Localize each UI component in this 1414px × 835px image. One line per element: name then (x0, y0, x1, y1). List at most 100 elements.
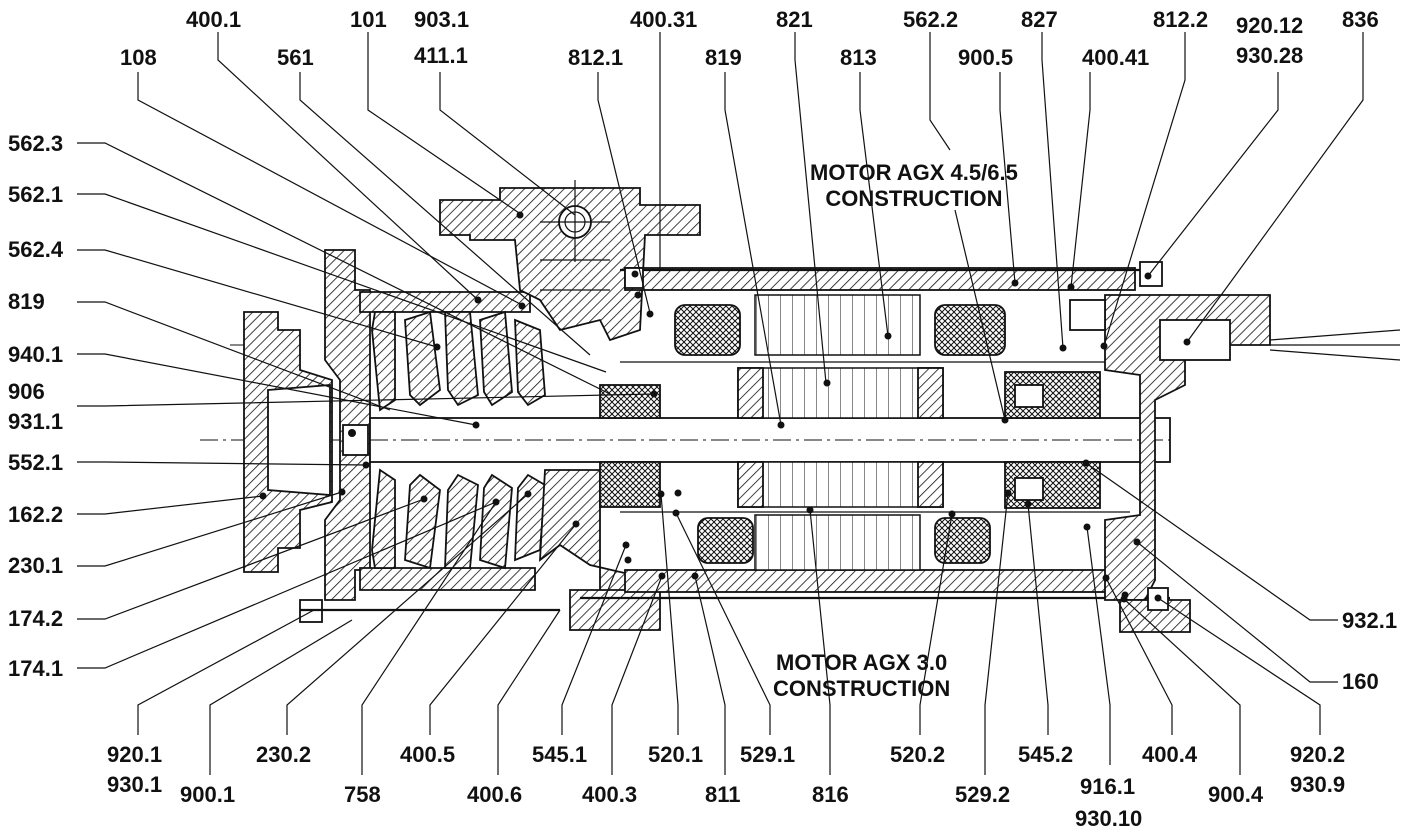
rotor-ring-right-bottom (917, 461, 944, 508)
impeller-1-bottom (371, 468, 396, 569)
rotor-core-top (737, 367, 944, 419)
label-812-2: 812.2 (1153, 7, 1209, 32)
label-400-4: 400.4 (1142, 742, 1198, 767)
label-916-1: 916.1 (1080, 774, 1136, 799)
bearing-sleeve-top (599, 384, 661, 419)
motor-lower-title: MOTOR AGX 3.0 CONSTRUCTION (773, 650, 950, 702)
shaft-819 (369, 417, 1171, 463)
label-562-2: 562.2 (903, 7, 959, 32)
label-230-1: 230.1 (8, 553, 64, 578)
motor-can-bottom (624, 569, 1136, 593)
label-819-top: 819 (705, 45, 742, 70)
label-411-1: 411.1 (414, 43, 468, 68)
winding-left-top (674, 304, 741, 356)
motor-lower-title-line2: CONSTRUCTION (773, 676, 951, 701)
label-816: 816 (812, 782, 849, 807)
rotor-core-bottom (737, 461, 944, 508)
motor-upper-title: MOTOR AGX 4.5/6.5 CONSTRUCTION (810, 160, 1018, 212)
label-400-1: 400.1 (186, 7, 242, 32)
end-cover-812-2 (1069, 299, 1106, 331)
motor-upper-title-line2: CONSTRUCTION (825, 186, 1003, 211)
label-903-1: 903.1 (414, 7, 470, 32)
label-529-1: 529.1 (740, 742, 796, 767)
tie-ring-top (359, 291, 531, 313)
label-920-2: 920.2 (1290, 742, 1346, 767)
label-900-4: 900.4 (1208, 782, 1264, 807)
label-819-left: 819 (8, 289, 45, 314)
label-900-5: 900.5 (958, 45, 1014, 70)
stator-lamination-top (754, 294, 921, 356)
label-545-2: 545.2 (1018, 742, 1074, 767)
label-174-2: 174.2 (8, 606, 64, 631)
diffuser-1-bottom (404, 473, 441, 570)
label-900-1: 900.1 (180, 782, 236, 807)
rotor-ring-right-top (917, 367, 944, 419)
label-836: 836 (1342, 7, 1379, 32)
label-906: 906 (8, 379, 45, 404)
label-920-12: 920.12 (1236, 13, 1304, 38)
label-940-1: 940.1 (8, 342, 64, 367)
winding-right-top (934, 304, 1006, 356)
label-758: 758 (344, 782, 381, 807)
winding-right-bottom (934, 517, 991, 564)
nut-931-1 (342, 424, 369, 456)
nut-dot (348, 429, 356, 437)
impeller-3-top (514, 318, 546, 407)
bearing-sleeve-bottom (599, 461, 661, 508)
label-932-1: 932.1 (1342, 608, 1398, 633)
label-400-3: 400.3 (582, 782, 638, 807)
rotor-ring-left-top (737, 367, 764, 419)
impeller-2-top (444, 311, 479, 407)
label-400-31: 400.31 (630, 7, 698, 32)
nut-920-12 (1139, 261, 1163, 287)
motor-upper-title-line1: MOTOR AGX 4.5/6.5 (810, 160, 1018, 185)
label-400-6: 400.6 (467, 782, 523, 807)
label-230-2: 230.2 (256, 742, 312, 767)
tie-ring-bottom (359, 567, 536, 591)
diffuser-2-top (479, 310, 513, 407)
impeller-1-top (371, 311, 396, 412)
label-931-1: 931.1 (8, 409, 64, 434)
label-520-2: 520.2 (890, 742, 946, 767)
diffuser-1-top (404, 310, 441, 407)
label-813: 813 (840, 45, 877, 70)
suction-inlet (267, 384, 331, 496)
label-400-41: 400.41 (1082, 45, 1150, 70)
base-foot-left (569, 589, 661, 631)
label-562-4: 562.4 (8, 237, 64, 262)
label-930-28: 930.28 (1236, 43, 1304, 68)
label-160: 160 (1342, 669, 1379, 694)
label-562-3: 562.3 (8, 131, 64, 156)
label-827: 827 (1021, 7, 1058, 32)
label-821: 821 (776, 7, 813, 32)
label-400-5: 400.5 (400, 742, 456, 767)
cable-wires (1269, 329, 1401, 361)
nut-top-left (624, 267, 644, 289)
label-561: 561 (277, 45, 314, 70)
label-174-1: 174.1 (8, 656, 64, 681)
label-930-1: 930.1 (107, 772, 163, 797)
winding-left-bottom (697, 517, 754, 564)
impeller-3-bottom (514, 473, 546, 562)
label-920-1: 920.1 (107, 742, 163, 767)
rear-bearing-pin-top (1014, 384, 1044, 408)
stator-lamination-bottom (754, 514, 921, 571)
label-520-1: 520.1 (648, 742, 704, 767)
discharge-casing-101 (439, 187, 701, 342)
label-812-1: 812.1 (568, 45, 624, 70)
rotor-ring-left-bottom (737, 461, 764, 508)
label-545-1: 545.1 (532, 742, 588, 767)
discharge-port-lines (540, 259, 610, 291)
label-562-1: 562.1 (8, 182, 64, 207)
rear-bearing-pin-bottom (1014, 477, 1044, 501)
label-108: 108 (120, 45, 157, 70)
label-811: 811 (705, 782, 741, 807)
label-930-10: 930.10 (1075, 806, 1143, 831)
label-552-1: 552.1 (8, 450, 64, 475)
motor-lower-title-line1: MOTOR AGX 3.0 (776, 650, 948, 675)
leader-lines (77, 32, 1364, 775)
label-162-2: 162.2 (8, 502, 64, 527)
label-930-9: 930.9 (1290, 772, 1346, 797)
